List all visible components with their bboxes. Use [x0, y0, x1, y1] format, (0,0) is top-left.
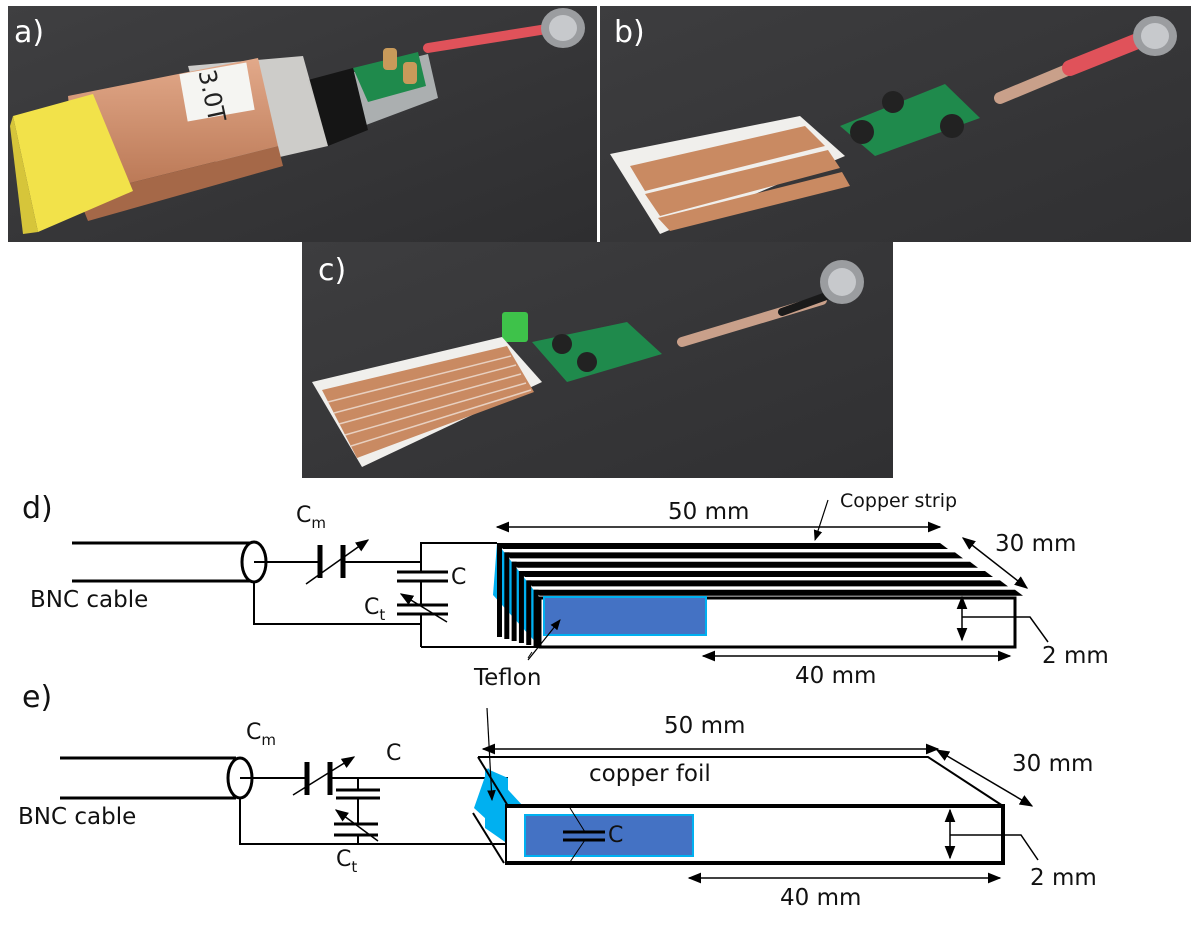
copper-strip-edge [511, 561, 517, 641]
photo-panel-c: c) [302, 242, 893, 478]
copper-foil-label: copper foil [589, 761, 711, 787]
copper-strip [518, 571, 993, 578]
teflon-label: Teflon [473, 665, 541, 691]
trimmer-capacitor [577, 352, 597, 372]
copper-strip-label: Copper strip [840, 490, 957, 512]
panel-label-a: a) [14, 15, 45, 50]
strip-gaps [327, 355, 532, 447]
copper-strip-edge [497, 543, 502, 637]
tune-capacitor-label: Ct [364, 595, 385, 624]
dimension-height-label: 2 mm [1030, 865, 1097, 891]
trimmer-capacitor [383, 48, 397, 70]
red-cable [423, 23, 558, 53]
bnc-cable-label: BNC cable [30, 587, 148, 613]
variable-arrow-icon [399, 593, 448, 623]
trimmer-capacitor [850, 120, 874, 144]
field-strength-sticker [179, 62, 255, 122]
copper-strip [504, 552, 963, 559]
copper-strip-edge [526, 580, 532, 645]
copper-strip-edge [504, 552, 510, 639]
probe-photo-b [600, 6, 1191, 242]
teflon-front [524, 814, 694, 857]
bnc-cable-label: BNC cable [18, 804, 136, 830]
dimension-teflon-label: 40 mm [780, 885, 861, 911]
schematic-e: e) BNC cable Cm C Ct [18, 680, 1097, 911]
copper-strip [511, 561, 978, 568]
copper-strip [658, 172, 850, 231]
dimension-teflon-label: 40 mm [795, 663, 876, 689]
teflon-pointer [527, 619, 561, 661]
copper-strip-edge [533, 589, 539, 647]
dimension-width-label: 30 mm [995, 531, 1076, 557]
schematic-diagrams: d) BNC cable Cm C Ct 50 mm [18, 490, 1109, 911]
dimension-length-label: 50 mm [668, 499, 749, 525]
yellow-tape [13, 94, 133, 232]
variable-arrow-icon [305, 539, 370, 585]
green-trimmer-capacitor [502, 312, 528, 342]
fixed-capacitor-label: C [386, 741, 401, 766]
dimension-width-label: 30 mm [1012, 751, 1093, 777]
match-capacitor-label: Cm [296, 503, 326, 532]
copper-strip-pointer [813, 499, 829, 542]
tune-capacitor-label: Ct [336, 847, 357, 876]
panel-label-e: e) [22, 680, 52, 715]
teflon-pointer [486, 707, 496, 802]
trimmer-capacitor [940, 114, 964, 138]
inner-capacitor-label: C [608, 823, 623, 848]
panel-label-c: c) [318, 253, 347, 288]
probe-photo-c [302, 242, 893, 478]
photo-panel-a: 3.0T a) [8, 6, 597, 242]
copper-strip [533, 589, 1023, 596]
fixed-capacitor-label: C [451, 565, 466, 590]
trimmer-capacitor [403, 62, 417, 84]
photo-panel-b: b) [600, 6, 1191, 242]
copper-foil-top [478, 756, 1004, 807]
schematic-d: d) BNC cable Cm C Ct 50 mm [22, 490, 1109, 691]
copper-strips [497, 543, 1023, 647]
panel-label-d: d) [22, 491, 53, 526]
variable-arrow-icon [292, 756, 356, 796]
teflon-front [543, 596, 707, 636]
panel-label-b: b) [614, 15, 645, 50]
trimmer-capacitor [552, 334, 572, 354]
probe-photo-a: 3.0T [8, 6, 597, 242]
copper-strip [645, 150, 840, 216]
copper-strip [630, 126, 825, 191]
dimension-length-label: 50 mm [664, 713, 745, 739]
dimension-width [935, 749, 1034, 807]
copper-strip [526, 580, 1008, 587]
pcb [840, 84, 980, 156]
copper-strip [497, 543, 948, 549]
trimmer-capacitor [882, 91, 904, 113]
variable-arrow-icon [334, 809, 379, 842]
red-cable [1062, 32, 1148, 76]
copper-strip-edge [518, 571, 524, 643]
match-capacitor-label: Cm [246, 720, 276, 749]
dimension-height-label: 2 mm [1042, 643, 1109, 669]
dimension-width [961, 537, 1029, 589]
